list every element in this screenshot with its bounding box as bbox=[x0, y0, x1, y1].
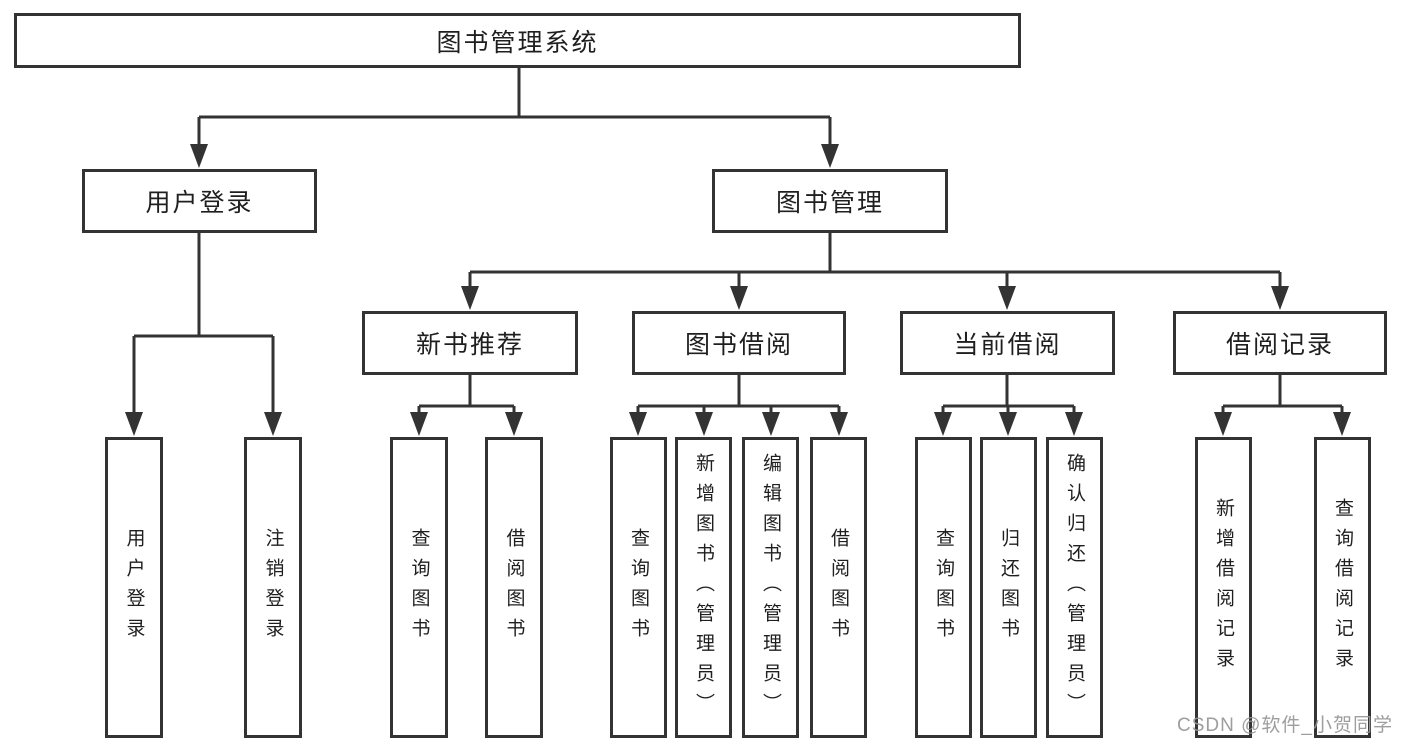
arrowhead-icon bbox=[998, 286, 1016, 310]
node-label: 归还图书 bbox=[998, 527, 1019, 648]
arrowhead-icon bbox=[830, 412, 848, 436]
leaf-logout: 注销登录 bbox=[244, 437, 302, 738]
arrowhead-icon bbox=[821, 144, 839, 168]
arrowhead-icon bbox=[629, 412, 647, 436]
connector-user-login-children bbox=[125, 233, 282, 436]
node-label: 当前借阅 bbox=[953, 331, 1062, 359]
leaf-user-login: 用户登录 bbox=[105, 437, 163, 738]
node-label: 用户登录 bbox=[145, 189, 254, 217]
leaf-query-books-2: 查询图书 bbox=[610, 437, 667, 738]
node-borrow-record: 借阅记录 bbox=[1173, 311, 1387, 375]
node-label: 借阅图书 bbox=[503, 527, 525, 648]
leaf-return-books: 归还图书 bbox=[980, 437, 1037, 738]
node-label: 新增图书（管理员） bbox=[693, 452, 714, 723]
node-book-borrow: 图书借阅 bbox=[632, 311, 846, 375]
connector-borrow-record-children bbox=[1214, 375, 1351, 436]
node-label: 图书管理 bbox=[775, 189, 884, 217]
connector-book-management-children bbox=[461, 233, 1289, 310]
leaf-borrow-books-1: 借阅图书 bbox=[485, 437, 543, 738]
connector-new-book-children bbox=[410, 375, 523, 436]
node-label: 查询借阅记录 bbox=[1332, 497, 1353, 678]
connector-book-borrow-children bbox=[629, 375, 848, 436]
node-label: 查询图书 bbox=[933, 527, 954, 648]
node-label: 用户登录 bbox=[123, 527, 145, 648]
node-label: 图书管理系统 bbox=[436, 28, 599, 57]
arrowhead-icon bbox=[1333, 412, 1351, 436]
leaf-edit-books-admin: 编辑图书（管理员） bbox=[742, 437, 799, 738]
node-label: 确认归还（管理员） bbox=[1064, 452, 1085, 723]
arrowhead-icon bbox=[125, 412, 143, 436]
arrowhead-icon bbox=[264, 412, 282, 436]
leaf-query-books-1: 查询图书 bbox=[390, 437, 448, 738]
arrowhead-icon bbox=[695, 412, 713, 436]
leaf-confirm-return-admin: 确认归还（管理员） bbox=[1046, 437, 1103, 738]
arrowhead-icon bbox=[1065, 412, 1083, 436]
connector-root-to-level2 bbox=[190, 68, 839, 168]
node-label: 借阅图书 bbox=[828, 527, 849, 648]
node-user-login: 用户登录 bbox=[82, 169, 317, 233]
arrowhead-icon bbox=[762, 412, 780, 436]
arrowhead-icon bbox=[505, 412, 523, 436]
arrowhead-icon bbox=[190, 144, 208, 168]
arrowhead-icon bbox=[730, 286, 748, 310]
node-label: 查询图书 bbox=[408, 527, 430, 648]
leaf-query-borrow-record: 查询借阅记录 bbox=[1314, 437, 1371, 738]
watermark: CSDN @软件_小贺同学 bbox=[1177, 715, 1393, 736]
node-label: 借阅记录 bbox=[1225, 331, 1334, 359]
leaf-add-books-admin: 新增图书（管理员） bbox=[675, 437, 732, 738]
arrowhead-icon bbox=[934, 412, 952, 436]
node-label: 查询图书 bbox=[628, 527, 649, 648]
arrowhead-icon bbox=[1271, 286, 1289, 310]
node-label: 新书推荐 bbox=[415, 331, 524, 359]
connector-current-borrow-children bbox=[934, 375, 1083, 436]
node-library-management-system: 图书管理系统 bbox=[14, 13, 1021, 68]
node-label: 新增借阅记录 bbox=[1213, 497, 1234, 678]
leaf-add-borrow-record: 新增借阅记录 bbox=[1195, 437, 1252, 738]
arrowhead-icon bbox=[999, 412, 1017, 436]
node-label: 注销登录 bbox=[262, 527, 284, 648]
arrowhead-icon bbox=[461, 286, 479, 310]
node-new-book-recommend: 新书推荐 bbox=[362, 311, 578, 375]
node-label: 图书借阅 bbox=[684, 331, 793, 359]
leaf-borrow-books-2: 借阅图书 bbox=[810, 437, 867, 738]
node-book-management: 图书管理 bbox=[712, 169, 948, 233]
arrowhead-icon bbox=[1214, 412, 1232, 436]
node-current-borrow: 当前借阅 bbox=[900, 311, 1115, 375]
node-label: 编辑图书（管理员） bbox=[760, 452, 781, 723]
leaf-query-books-3: 查询图书 bbox=[915, 437, 972, 738]
arrowhead-icon bbox=[410, 412, 428, 436]
